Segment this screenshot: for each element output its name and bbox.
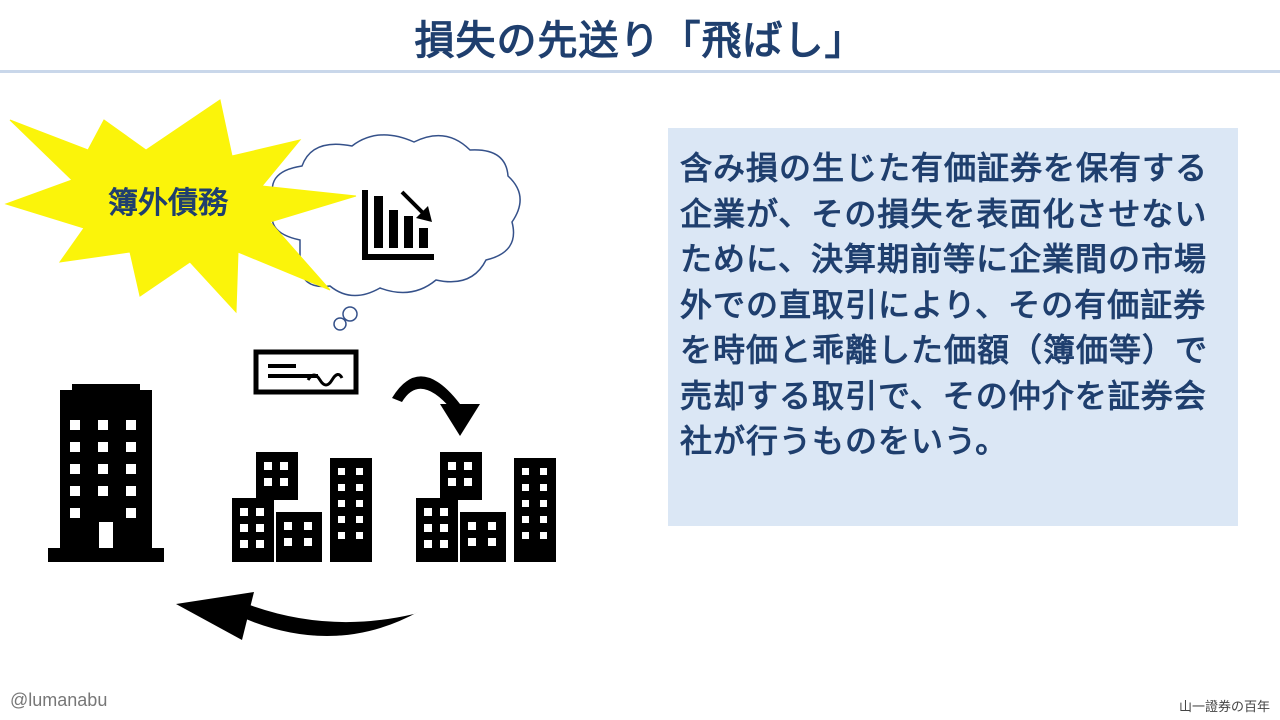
tobashi-illustration bbox=[4, 99, 556, 640]
curved-arrow-icon bbox=[392, 376, 480, 436]
series-title: 山一證券の百年 bbox=[1178, 700, 1270, 715]
return-arrow-icon bbox=[176, 592, 418, 640]
buildings-icon bbox=[416, 452, 556, 562]
title-divider bbox=[0, 70, 1280, 73]
author-handle: @lumanabu bbox=[10, 690, 108, 710]
explosion-burst bbox=[4, 99, 357, 314]
definition-box: 含み損の生じた有価証券を保有する企業が、その損失を表面化させないために、決算期前… bbox=[668, 128, 1238, 526]
definition-text: 含み損の生じた有価証券を保有する企業が、その損失を表面化させないために、決算期前… bbox=[680, 149, 1209, 460]
declining-chart-icon bbox=[362, 190, 434, 260]
office-building-icon bbox=[48, 384, 164, 562]
check-icon bbox=[253, 349, 359, 395]
buildings-icon bbox=[232, 452, 372, 562]
off-balance-debt-label: 簿外債務 bbox=[108, 186, 228, 221]
page-title: 損失の先送り「飛ばし」 bbox=[414, 18, 866, 64]
